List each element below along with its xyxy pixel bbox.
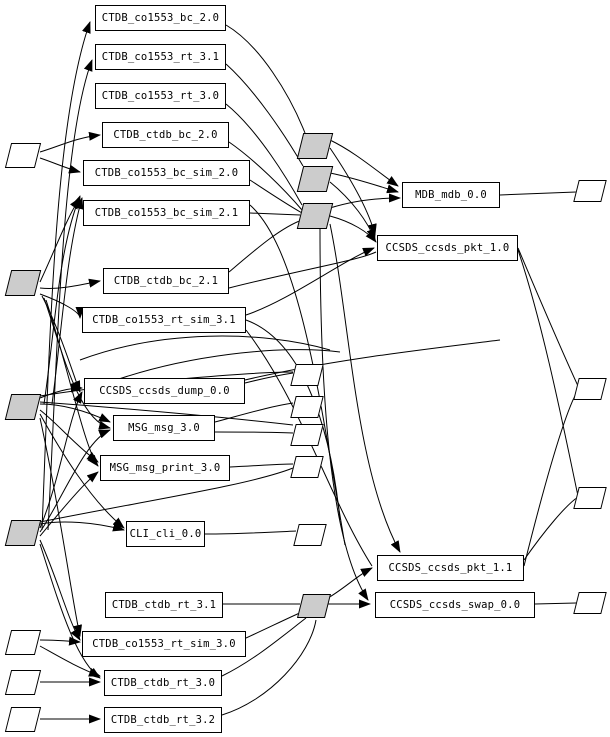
graph-node-box[interactable]: CLI_cli_0.0 [126,521,205,547]
graph-terminal-node[interactable] [4,670,42,695]
graph-terminal-node[interactable] [290,364,324,386]
edge-paths [39,21,579,724]
graph-terminal-node[interactable] [4,630,42,655]
graph-terminal-node[interactable] [573,487,607,509]
graph-terminal-node[interactable] [290,424,324,446]
graph-terminal-node[interactable] [293,524,327,546]
graph-node-box[interactable]: CTDB_co1553_rt_sim_3.0 [82,631,246,657]
graph-node-box[interactable]: CCSDS_ccsds_pkt_1.0 [377,235,518,261]
graph-node-box[interactable]: CCSDS_ccsds_pkt_1.1 [377,555,524,581]
graph-terminal-node[interactable] [290,456,324,478]
graph-node-box[interactable]: CTDB_ctdb_bc_2.1 [103,268,229,294]
graph-node-box[interactable]: CTDB_ctdb_rt_3.0 [104,670,222,696]
graph-node-box[interactable]: CTDB_co1553_bc_sim_2.0 [83,160,250,186]
graph-terminal-node[interactable] [290,396,324,418]
graph-node-box[interactable]: CTDB_co1553_rt_3.0 [95,83,226,109]
graph-terminal-node[interactable] [4,143,42,168]
graph-terminal-node[interactable] [573,378,607,400]
graph-terminal-node[interactable] [297,594,331,618]
graph-terminal-node[interactable] [573,180,607,202]
graph-node-box[interactable]: MSG_msg_print_3.0 [100,455,230,481]
graph-node-box[interactable]: CTDB_ctdb_rt_3.2 [104,707,222,733]
graph-node-box[interactable]: CTDB_ctdb_bc_2.0 [102,122,229,148]
graph-node-box[interactable]: CTDB_co1553_rt_sim_3.1 [82,307,246,333]
graph-node-box[interactable]: CTDB_co1553_bc_sim_2.1 [83,200,250,226]
graph-node-box[interactable]: MSG_msg_3.0 [113,415,215,441]
graph-node-box[interactable]: CCSDS_ccsds_swap_0.0 [375,592,535,618]
graph-node-box[interactable]: CCSDS_ccsds_dump_0.0 [84,378,245,404]
graph-node-box[interactable]: CTDB_co1553_rt_3.1 [95,44,226,70]
graph-node-box[interactable]: CTDB_co1553_bc_2.0 [95,5,226,31]
graph-node-box[interactable]: CTDB_ctdb_rt_3.1 [105,592,223,618]
graph-node-box[interactable]: MDB_mdb_0.0 [402,182,500,208]
graph-terminal-node[interactable] [4,707,42,732]
graph-terminal-node[interactable] [573,592,607,614]
